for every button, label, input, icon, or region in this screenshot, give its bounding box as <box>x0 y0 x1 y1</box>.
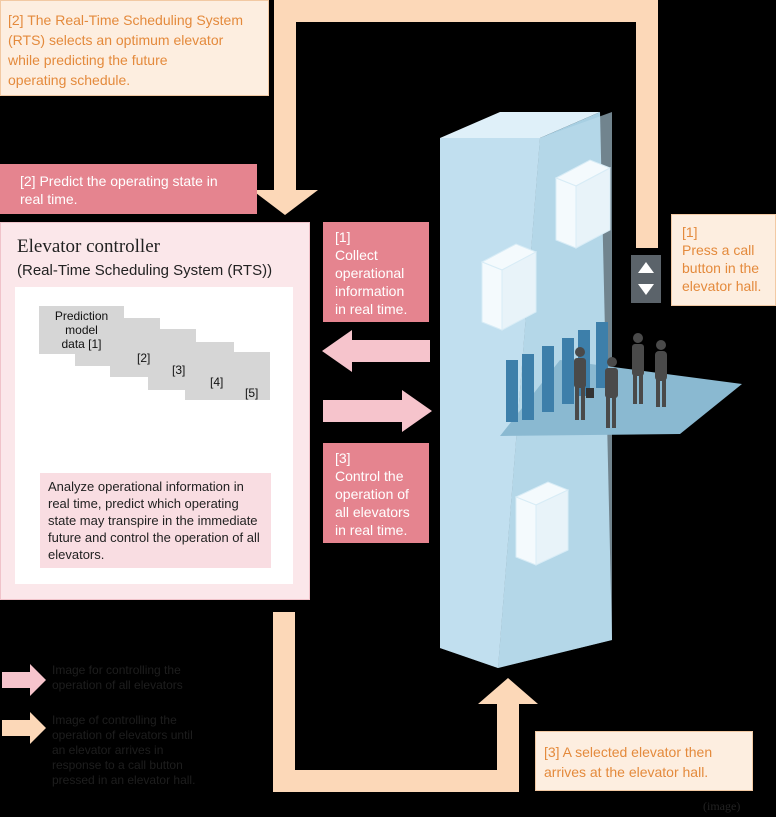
predict-box: [2] Predict the operating state in real … <box>0 164 257 214</box>
pink-arrow-left <box>322 330 430 372</box>
elevator-doors <box>506 322 608 422</box>
pink-arrow-right <box>323 390 432 432</box>
collect-text: [1] Collect operational information in r… <box>335 229 408 317</box>
press-call-text: [1] Press a call button in the elevator … <box>682 224 762 294</box>
elevator-car-top <box>554 159 612 249</box>
control-box: [3] Control the operation of all elevato… <box>323 443 429 543</box>
collect-box: [1] Collect operational information in r… <box>323 222 429 322</box>
legend-peach-text: Image of controlling the operation of el… <box>52 713 196 787</box>
card-2-label: [2] <box>137 351 151 365</box>
people-silhouettes <box>574 333 667 428</box>
legend-arrow-pink <box>2 664 46 696</box>
arrives-text: [3] A selected elevator then arrives at … <box>544 744 713 780</box>
legend-pink-text: Image for controlling the operation of a… <box>52 663 183 692</box>
peach-loop-arrow-top <box>252 0 658 248</box>
call-buttons <box>631 255 661 303</box>
predict-text: [2] Predict the operating state in real … <box>20 173 218 207</box>
press-call-box: [1] Press a call button in the elevator … <box>671 214 776 306</box>
controller-title: Elevator controller <box>17 236 160 257</box>
elevator-car-middle <box>480 243 538 331</box>
peach-loop-arrow-bottom <box>273 612 538 792</box>
card-1-label: Prediction model data [1] <box>54 309 109 351</box>
elevator-car-bottom <box>514 481 570 566</box>
prediction-card-1: Prediction model data [1] <box>39 306 124 354</box>
rts-selection-text: [2] The Real-Time Scheduling System (RTS… <box>8 12 243 88</box>
elevator-hall-floor <box>500 360 742 436</box>
analysis-box: Analyze operational information in real … <box>40 473 271 568</box>
legend-arrow-peach <box>2 712 46 744</box>
card-3-label: [3] <box>172 363 186 377</box>
image-caption: (image) <box>703 799 741 813</box>
control-text: [3] Control the operation of all elevato… <box>335 450 410 538</box>
card-5-label: [5] <box>245 386 259 400</box>
arrives-box: [3] A selected elevator then arrives at … <box>535 731 753 791</box>
analysis-text: Analyze operational information in real … <box>48 479 260 562</box>
controller-subtitle: (Real-Time Scheduling System (RTS)) <box>17 262 273 279</box>
card-4-label: [4] <box>210 375 224 389</box>
rts-selection-note: [2] The Real-Time Scheduling System (RTS… <box>0 0 269 96</box>
